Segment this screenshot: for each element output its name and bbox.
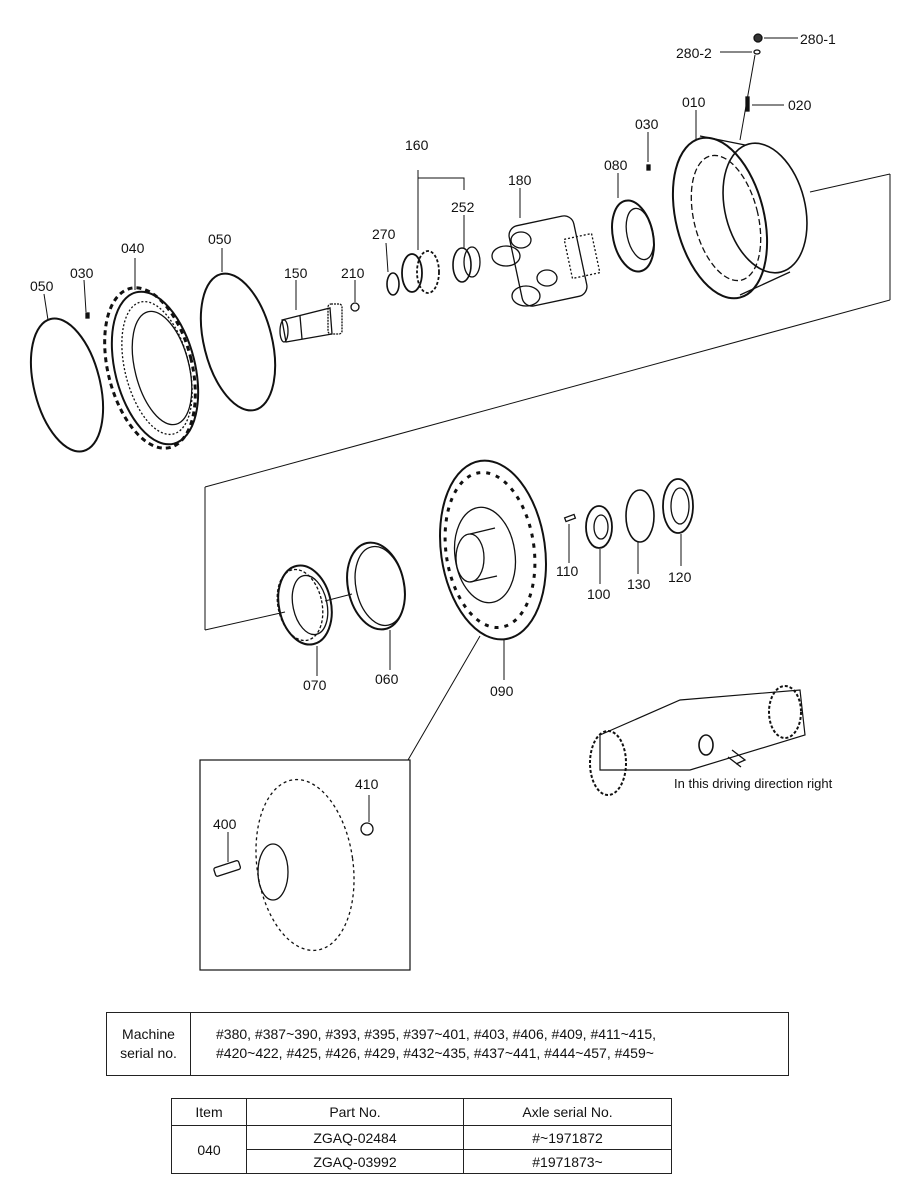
table-row: ZGAQ-03992 #1971873~	[172, 1149, 672, 1174]
callout-leaders	[43, 37, 798, 862]
part-number-table: Item Part No. Axle serial No. 040 ZGAQ-0…	[171, 1098, 672, 1174]
callout-120: 120	[668, 569, 692, 585]
callout-020: 020	[788, 97, 812, 113]
part-210	[350, 302, 360, 312]
callout-030-top: 030	[635, 116, 659, 132]
callout-090: 090	[490, 683, 514, 699]
serial-value-line2: #420~422, #425, #426, #429, #432~435, #4…	[216, 1045, 654, 1061]
callout-050-left: 050	[30, 278, 54, 294]
part-no-cell: ZGAQ-02484	[246, 1125, 464, 1150]
callout-070: 070	[303, 677, 327, 693]
sleeve-252	[452, 246, 481, 283]
o-ring-050-left	[30, 317, 104, 453]
callout-010: 010	[682, 94, 706, 110]
sun-shaft-150	[279, 303, 343, 343]
callout-210: 210	[341, 265, 365, 281]
serial-value-cell: #380, #387~390, #393, #395, #397~401, #4…	[190, 1012, 789, 1076]
bearing-080	[611, 199, 655, 273]
table-row: 040 ZGAQ-02484 #~1971872	[171, 1125, 672, 1174]
serial-label-line2: serial no.	[120, 1045, 177, 1061]
exploded-parts-diagram	[30, 33, 891, 971]
serial-label-line1: Machine	[122, 1026, 175, 1042]
fitting-280	[739, 33, 763, 141]
callout-400: 400	[213, 816, 237, 832]
bearing-070	[276, 564, 333, 646]
pin-030-top	[646, 164, 651, 171]
zoom-inset	[199, 759, 411, 971]
pin-020	[745, 96, 750, 112]
bearing-100	[585, 505, 613, 549]
callout-050-right: 050	[208, 231, 232, 247]
serial-value-line1: #380, #387~390, #393, #395, #397~401, #4…	[216, 1026, 656, 1042]
planet-carrier-180	[491, 215, 601, 307]
axle-serial-cell: #1971873~	[463, 1149, 672, 1174]
header-part-no: Part No.	[246, 1098, 464, 1126]
callout-180: 180	[508, 172, 532, 188]
callout-040: 040	[121, 240, 145, 256]
hub-090	[439, 459, 547, 641]
machine-serial-table: Machine serial no. #380, #387~390, #393,…	[106, 1012, 789, 1076]
callout-280-2: 280-2	[676, 45, 712, 61]
o-ring-050-right	[199, 272, 277, 412]
ring-gear-040	[103, 286, 200, 450]
pin-110	[563, 513, 577, 523]
bearing-160	[401, 250, 440, 294]
callout-252: 252	[451, 199, 475, 215]
item-cell: 040	[171, 1125, 247, 1174]
callout-080: 080	[604, 157, 628, 173]
callout-110: 110	[556, 563, 579, 579]
header-item: Item	[171, 1098, 247, 1126]
pin-030-left	[85, 312, 90, 319]
axle-overview-drawing	[589, 685, 806, 796]
callout-130: 130	[627, 576, 651, 592]
callout-410: 410	[355, 776, 379, 792]
ring-130	[625, 489, 655, 543]
callout-150: 150	[284, 265, 308, 281]
housing-010	[671, 135, 808, 300]
callout-160: 160	[405, 137, 429, 153]
part-no-cell: ZGAQ-03992	[246, 1149, 464, 1174]
seal-060	[346, 541, 406, 631]
callout-030-left: 030	[70, 265, 94, 281]
callout-270: 270	[372, 226, 396, 242]
callout-100: 100	[587, 586, 611, 602]
assembly-frame	[204, 173, 891, 761]
axle-serial-cell: #~1971872	[463, 1125, 672, 1150]
driving-direction-note: In this driving direction right	[674, 776, 833, 791]
header-axle-serial: Axle serial No.	[463, 1098, 672, 1126]
serial-label-cell: Machine serial no.	[106, 1012, 191, 1076]
snap-ring-270	[386, 272, 400, 296]
callout-060: 060	[375, 671, 399, 687]
nut-120	[662, 478, 694, 534]
callout-280-1: 280-1	[800, 31, 836, 47]
